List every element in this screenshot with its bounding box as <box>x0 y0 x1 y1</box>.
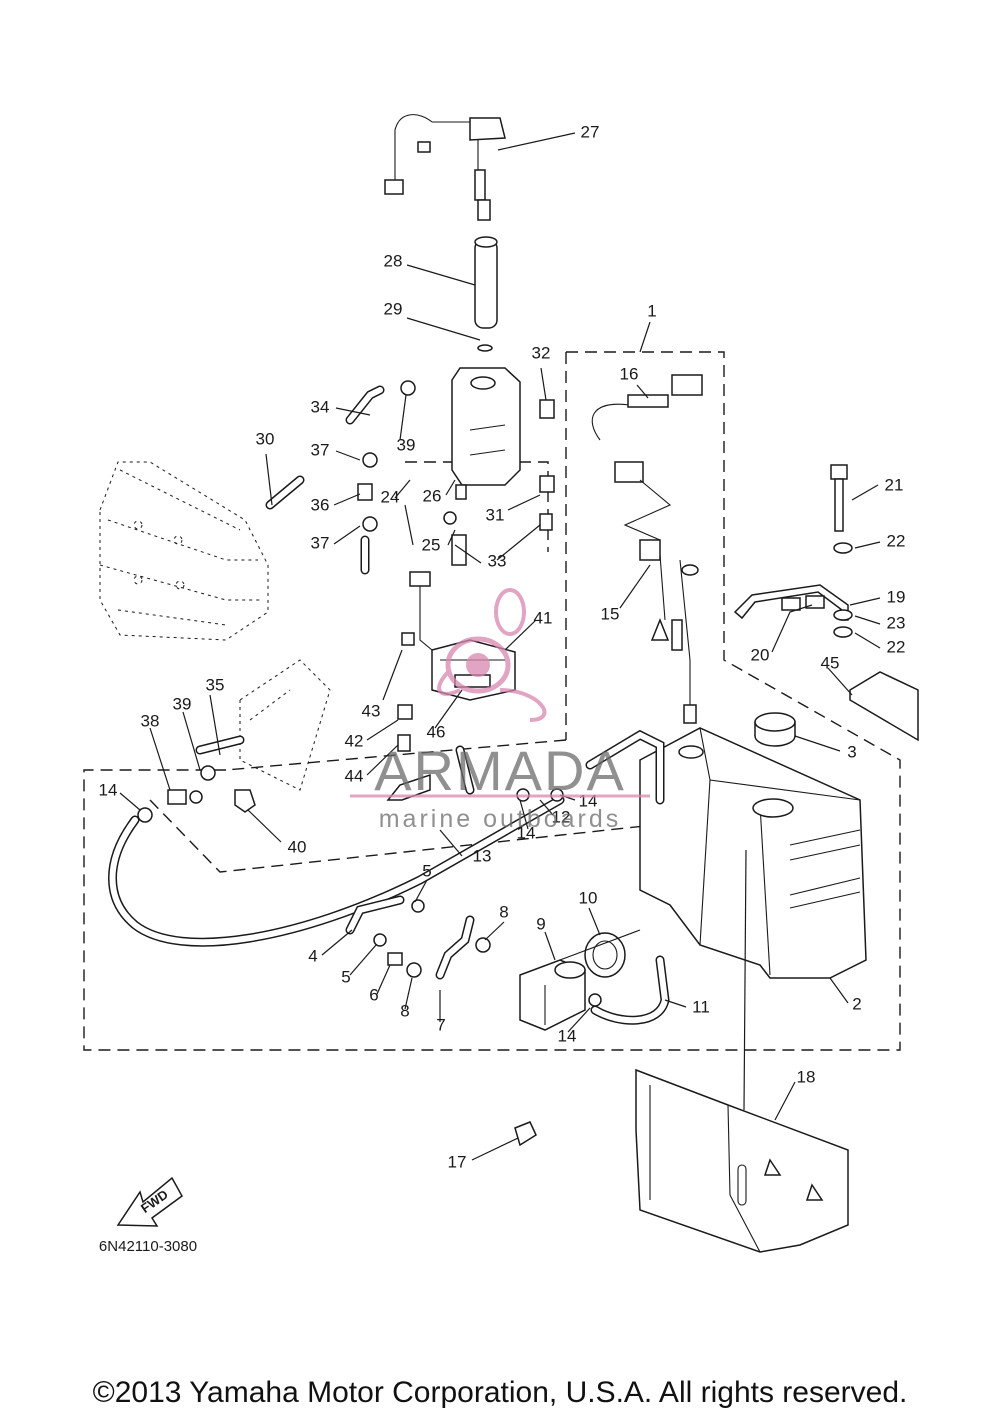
fuel-tank <box>639 727 867 979</box>
callout-42: 42 <box>345 731 364 750</box>
callout-30: 30 <box>256 429 275 448</box>
clamps-and-fittings <box>137 380 602 1147</box>
callout-9: 9 <box>536 914 545 933</box>
callout-37-upper: 37 <box>311 440 330 459</box>
callout-20: 20 <box>751 645 770 664</box>
tank-bracket <box>635 1068 849 1253</box>
callout-8-lower: 8 <box>400 1001 409 1020</box>
callout-44: 44 <box>345 766 364 785</box>
callout-14-left: 14 <box>99 780 118 799</box>
callout-13: 13 <box>473 846 492 865</box>
oil-level-sensor <box>384 114 506 221</box>
callout-10: 10 <box>579 888 598 907</box>
callout-32: 32 <box>532 343 551 362</box>
engine-phantom-outline <box>99 461 331 791</box>
callout-2: 2 <box>852 994 861 1013</box>
callout-29: 29 <box>384 299 403 318</box>
callout-43: 43 <box>362 701 381 720</box>
fuel-tank-cap <box>754 712 796 747</box>
callout-23: 23 <box>887 613 906 632</box>
diagram-part-code: 6N42110-3080 <box>99 1238 197 1255</box>
callout-11: 11 <box>692 997 710 1016</box>
callout-21: 21 <box>885 475 904 494</box>
callout-7: 7 <box>436 1015 445 1034</box>
strap-bolt <box>830 464 853 638</box>
callout-38: 38 <box>141 711 160 730</box>
callout-39-upper: 39 <box>397 435 416 454</box>
watermark-brand: ARMADA <box>374 739 626 802</box>
callout-5-upper: 5 <box>422 861 431 880</box>
watermark-logo-mark <box>437 588 547 722</box>
fuel-filter <box>584 932 626 978</box>
fuel-hoses <box>108 385 670 1025</box>
callout-41: 41 <box>534 608 553 627</box>
callout-3: 3 <box>847 742 856 761</box>
callout-31: 31 <box>486 505 505 524</box>
callout-34: 34 <box>311 397 330 416</box>
filter-element <box>474 236 498 352</box>
callout-8-upper: 8 <box>499 902 508 921</box>
callout-37-lower: 37 <box>311 533 330 552</box>
callout-25: 25 <box>422 535 441 554</box>
callout-27: 27 <box>581 122 600 141</box>
armada-watermark: ARMADA marine outboards <box>350 588 650 833</box>
callout-22-lower: 22 <box>887 637 906 656</box>
callout-39-lower: 39 <box>173 694 192 713</box>
label-plate <box>849 671 919 742</box>
copyright-notice: ©2013 Yamaha Motor Corporation, U.S.A. A… <box>92 1376 908 1409</box>
wire-harness <box>591 374 703 724</box>
callout-46: 46 <box>427 722 446 741</box>
callout-labels: 1 2 3 4 5 5 6 7 8 8 9 10 11 12 13 14 14 … <box>99 122 906 1171</box>
leader-lines <box>119 132 881 1161</box>
oil-pump-body <box>451 367 521 500</box>
fuel-pump <box>519 959 586 1031</box>
callout-5-lower: 5 <box>341 967 350 986</box>
callout-26: 26 <box>423 486 442 505</box>
callout-6: 6 <box>369 985 378 1004</box>
callout-33: 33 <box>488 551 507 570</box>
callout-1: 1 <box>647 301 656 320</box>
callout-17: 17 <box>448 1152 467 1171</box>
callout-4: 4 <box>308 946 317 965</box>
callout-18: 18 <box>797 1067 816 1086</box>
callout-15: 15 <box>601 604 620 623</box>
callout-24: 24 <box>381 487 400 506</box>
watermark-tagline: marine outboards <box>379 805 622 833</box>
callout-19: 19 <box>887 587 906 606</box>
callout-45: 45 <box>821 653 840 672</box>
callout-14-middle: 14 <box>517 823 536 842</box>
callout-36: 36 <box>311 495 330 514</box>
callout-28: 28 <box>384 251 403 270</box>
callout-22-upper: 22 <box>887 531 906 550</box>
callout-40: 40 <box>288 837 307 856</box>
callout-12: 12 <box>552 807 571 826</box>
forward-direction-arrow: FWD <box>116 1176 183 1227</box>
callout-35: 35 <box>206 675 225 694</box>
callout-14-bottom: 14 <box>558 1026 577 1045</box>
tank-strap <box>733 584 849 621</box>
callout-16: 16 <box>620 364 639 383</box>
